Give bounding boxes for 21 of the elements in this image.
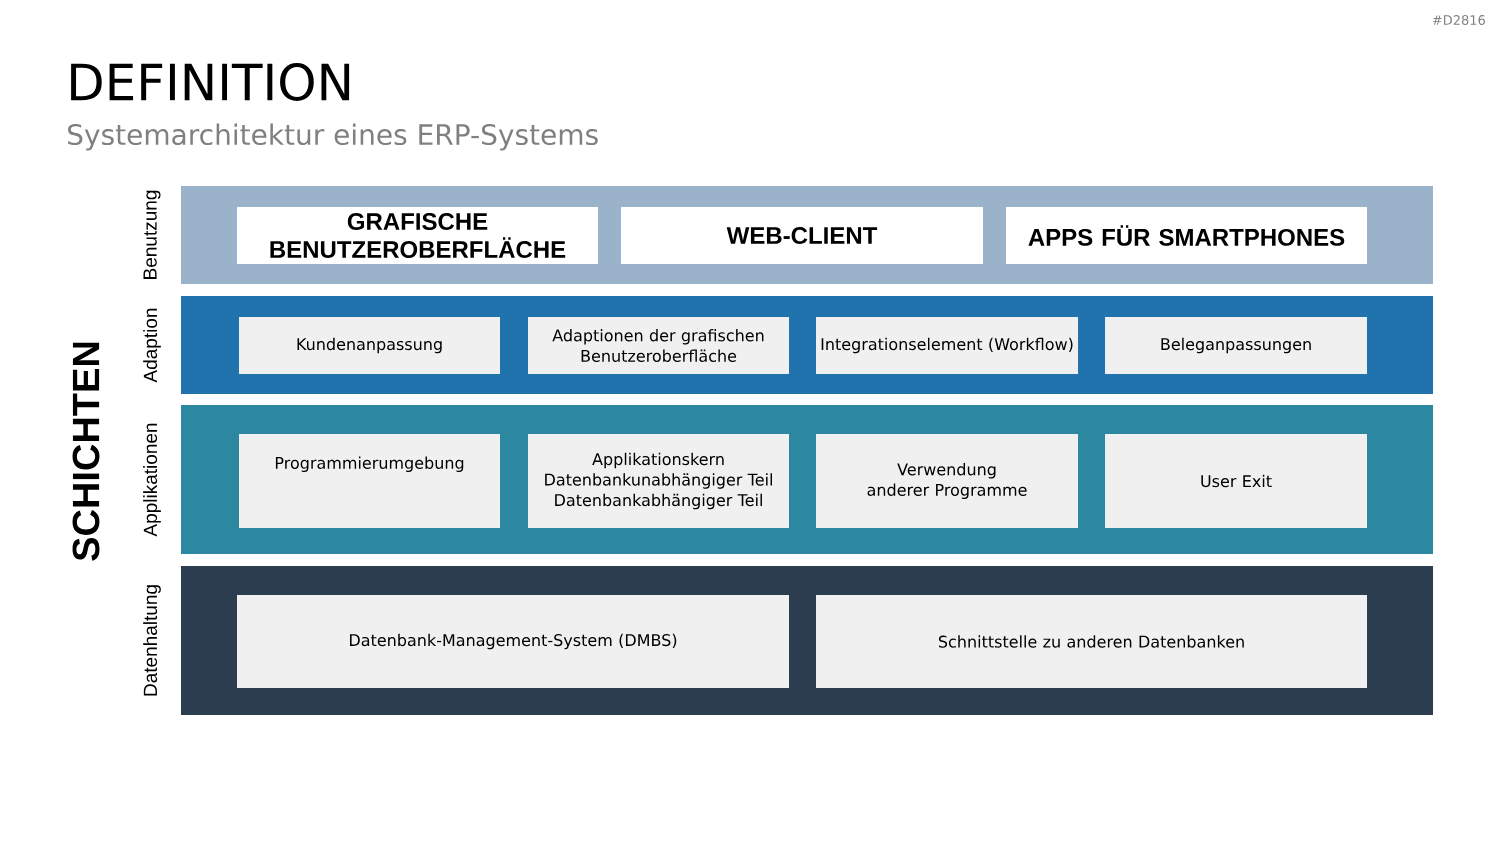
component-box: Beleganpassungen [1105, 317, 1367, 374]
heading-box: APPS FÜR SMARTPHONES [1006, 207, 1367, 264]
component-box: User Exit [1105, 434, 1367, 528]
component-box: Programmierumgebung [239, 434, 500, 528]
component-box: Datenbank-Management-System (DMBS) [237, 595, 789, 688]
slide-code: #D2816 [1432, 15, 1485, 25]
side-heading: SCHICHTEN [72, 342, 100, 561]
layer-label: Benutzung [143, 190, 161, 279]
component-box: Applikationskern Datenbankunabhängiger Teil Datenbankabhängiger Teil [528, 434, 789, 528]
component-box: Adaptionen der grafischen Benutzeroberfläche [528, 317, 789, 374]
layer-label: Datenhaltung [143, 585, 161, 696]
component-box: Verwendung anderer Programme [816, 434, 1078, 528]
subtitle: Systemarchitektur eines ERP-Systems [68, 123, 598, 151]
layer-label: Applikationen [143, 423, 161, 537]
component-box: Kundenanpassung [239, 317, 500, 374]
component-box: Schnittstelle zu anderen Datenbanken [816, 595, 1367, 688]
layer-label: Adaption [143, 308, 161, 383]
slide-title: DEFINITION [71, 63, 350, 101]
heading-box: WEB-CLIENT [621, 207, 983, 264]
component-box: Integrationselement (Workflow) [816, 317, 1078, 374]
heading-box: GRAFISCHE BENUTZEROBERFLÄCHE [237, 207, 598, 264]
